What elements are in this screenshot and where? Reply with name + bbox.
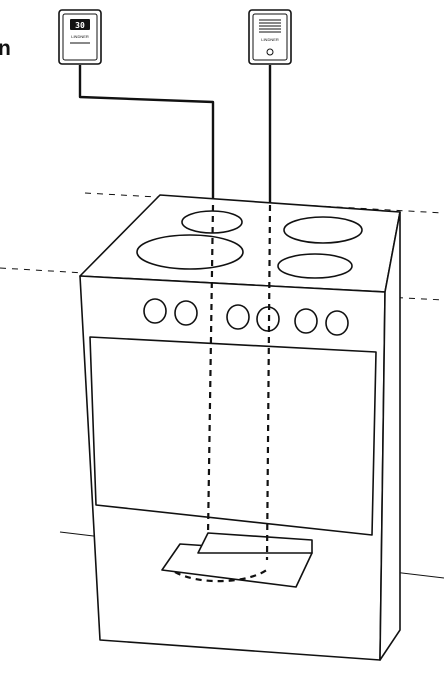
controller-right-grille — [259, 19, 281, 33]
controller-left-brand: LINDNER — [71, 34, 89, 39]
stove-front-panel — [79, 275, 386, 661]
hotplate-front-right — [277, 253, 353, 279]
controller-right-brand: LINDNER — [261, 37, 279, 42]
hotplate-front-left — [136, 234, 244, 270]
knob-2 — [174, 300, 198, 326]
controller-left: 30 LINDNER — [58, 9, 102, 65]
knob-5 — [294, 308, 318, 334]
knob-6 — [325, 310, 349, 336]
stove — [79, 194, 401, 661]
controller-right: LINDNER — [248, 9, 292, 65]
controller-right-button — [266, 48, 274, 56]
hotplate-back-left — [181, 210, 243, 234]
stove-side-panel — [379, 211, 401, 661]
controller-left-display — [70, 19, 90, 30]
cable-left-hidden — [206, 204, 215, 536]
controller-left-display-value: 30 — [75, 21, 85, 30]
junction-box-top — [197, 532, 313, 554]
hotplate-back-right — [283, 216, 363, 244]
junction-loop-cable — [174, 568, 269, 583]
corner-label: n — [0, 37, 11, 60]
cable-left-controller — [78, 65, 215, 205]
knob-3 — [226, 304, 250, 330]
stove-top-surface — [79, 194, 401, 293]
cable-right-hidden — [265, 204, 272, 561]
oven-door — [89, 336, 377, 536]
knob-1 — [143, 298, 167, 324]
dashed-wall-line-left — [0, 267, 86, 274]
dashed-wall-line-right — [384, 296, 444, 301]
